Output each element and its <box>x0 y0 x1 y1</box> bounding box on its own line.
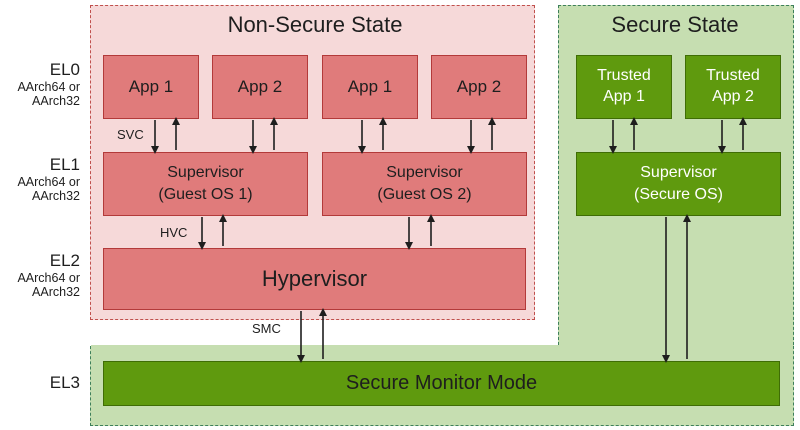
app-box-1: App 1 <box>103 55 199 119</box>
el3-name: EL3 <box>49 373 80 392</box>
hvc-label: HVC <box>160 225 188 240</box>
el2-arch: AArch64 or AArch32 <box>17 270 80 299</box>
svc-label: SVC <box>117 127 144 142</box>
trusted-app-box-2: Trusted App 2 <box>685 55 781 119</box>
supervisor-guest-os-2: Supervisor (Guest OS 2) <box>322 152 527 216</box>
el1-arch: AArch64 or AArch32 <box>17 174 80 203</box>
trusted-app-box-1: Trusted App 1 <box>576 55 672 119</box>
secure-state-title: Secure State <box>611 12 739 37</box>
supervisor-secure-os: Supervisor (Secure OS) <box>576 152 781 216</box>
secure-monitor-box: Secure Monitor Mode <box>103 361 780 406</box>
el0-name: EL0 <box>49 60 80 79</box>
el1-label: EL1 AArch64 or AArch32 <box>0 155 80 203</box>
el1-name: EL1 <box>49 155 80 174</box>
non-secure-state-title: Non-Secure State <box>227 12 403 37</box>
el0-label: EL0 AArch64 or AArch32 <box>0 60 80 108</box>
el0-arch: AArch64 or AArch32 <box>17 79 80 108</box>
supervisor-guest-os-1: Supervisor (Guest OS 1) <box>103 152 308 216</box>
el3-label: EL3 <box>0 373 80 393</box>
smc-label: SMC <box>252 321 281 336</box>
secure-region-seam <box>559 344 793 349</box>
hypervisor-box: Hypervisor <box>103 248 526 310</box>
app-box-2: App 2 <box>212 55 308 119</box>
app-box-4: App 2 <box>431 55 527 119</box>
app-box-3: App 1 <box>322 55 418 119</box>
secure-region-seam-band <box>91 345 561 348</box>
el2-name: EL2 <box>49 251 80 270</box>
el2-label: EL2 AArch64 or AArch32 <box>0 251 80 299</box>
